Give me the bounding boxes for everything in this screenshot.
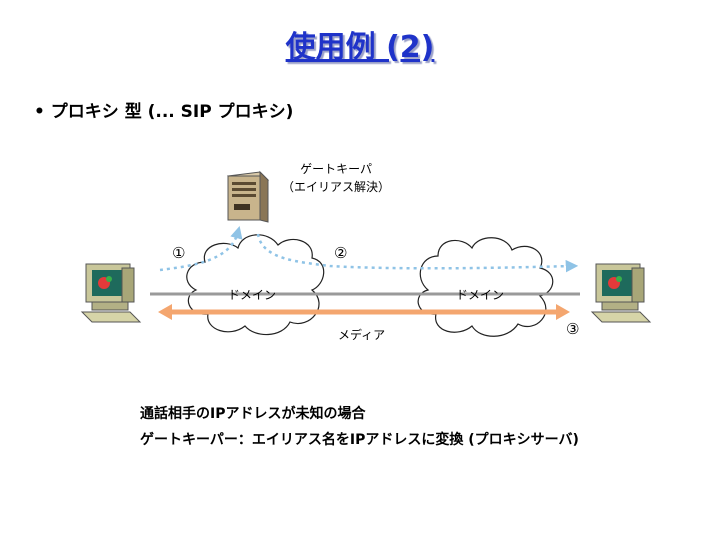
- gatekeeper-label-line2: （エイリアス解決）: [282, 180, 391, 194]
- pc-right-icon: [590, 263, 652, 323]
- step-3-marker: ③: [566, 320, 580, 338]
- server-icon: [226, 170, 270, 223]
- gatekeeper-label-line1: ゲートキーパ: [300, 162, 372, 176]
- pc-left-icon: [80, 263, 142, 323]
- note-line-2: ゲートキーパー：エイリアス名をIPアドレスに変換 (プロキシサーバ): [140, 432, 579, 448]
- gatekeeper-label: ゲートキーパ （エイリアス解決）: [282, 160, 390, 196]
- step-2-marker: ②: [334, 244, 348, 262]
- note-line-1: 通話相手のIPアドレスが未知の場合: [140, 406, 366, 422]
- cloud-left: [186, 234, 325, 336]
- step-1-marker: ①: [172, 244, 186, 262]
- domain-left-label: ドメイン: [228, 288, 277, 302]
- bullet-proxy-type: • プロキシ 型 (... SIP プロキシ): [34, 102, 294, 122]
- domain-right-label: ドメイン: [456, 288, 505, 302]
- signal-arrows: [159, 225, 579, 273]
- media-label: メディア: [338, 328, 386, 342]
- slide-title: 使用例 (2): [285, 30, 435, 65]
- media-arrow: [158, 304, 570, 320]
